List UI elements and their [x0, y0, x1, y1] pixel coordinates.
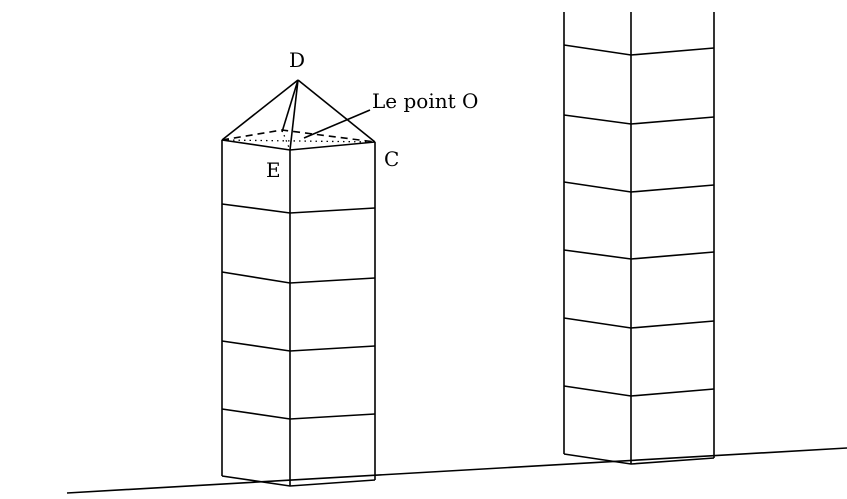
left-tower: [221, 79, 376, 487]
right-tower-base: [563, 453, 715, 465]
left-tower-band-4: [221, 340, 376, 352]
label-vertex-c: C: [384, 147, 399, 171]
left-tower-band-3: [221, 271, 376, 284]
right-tower-band-4: [563, 249, 715, 260]
point-o-pointer: [303, 109, 371, 139]
right-tower-band-1: [563, 44, 715, 56]
right-tower-band-3: [563, 181, 715, 193]
roof-edge-d-c: [297, 79, 376, 143]
left-tower-band-1: [221, 139, 376, 151]
pyramid-roof: [221, 79, 376, 151]
label-point-o: Le point O: [372, 89, 478, 113]
left-tower-band-2: [221, 203, 376, 214]
right-tower-band-6: [563, 385, 715, 397]
label-vertex-e: E: [266, 158, 281, 182]
left-tower-base: [221, 475, 376, 487]
right-tower-band-2: [563, 114, 715, 125]
label-vertex-d: D: [289, 48, 305, 72]
roof-edge-d-back: [281, 79, 299, 133]
ground-line: [66, 447, 847, 494]
left-tower-band-5: [221, 408, 376, 420]
roof-dotted-diagonal-1: [221, 139, 376, 143]
right-tower-band-5: [563, 317, 715, 329]
roof-edge-d-e: [289, 79, 299, 151]
right-tower: [563, 12, 715, 465]
roof-edge-d-left: [221, 79, 299, 141]
roof-dotted-diagonal-2: [281, 129, 291, 151]
